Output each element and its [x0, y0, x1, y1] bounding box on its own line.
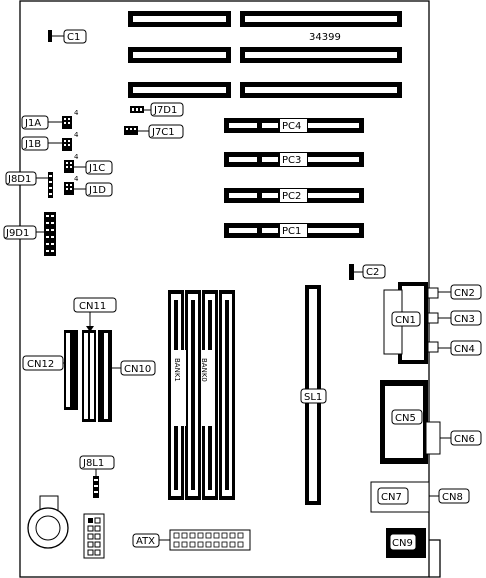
cn4-label: CN4: [454, 344, 475, 355]
jumper-j1a: J1A 4: [21, 109, 79, 130]
j1c-label: J1C: [88, 163, 105, 174]
cn5-label: CN5: [395, 413, 416, 424]
sl1-label: SL1: [304, 392, 322, 403]
pc3-label: PC3: [282, 155, 301, 166]
cn10-label: CN10: [124, 364, 151, 375]
pc4-label: PC4: [282, 121, 301, 132]
c1-label: C1: [67, 32, 80, 43]
header-cn10: CN10: [98, 330, 156, 422]
j1b-label: J1B: [24, 139, 41, 150]
j7c1-label: J7C1: [151, 127, 175, 138]
connector-cn9: CN9: [386, 528, 426, 558]
pci-slot-pc1: PC1: [224, 223, 364, 238]
connector-cn7: CN7: [370, 481, 430, 513]
connector-cn5: CN5: [380, 380, 441, 464]
cn6-label: CN6: [454, 434, 475, 445]
pci-slot-pc4: PC4: [224, 118, 364, 133]
jumper-c1: C1: [48, 29, 87, 44]
cn7-label: CN7: [381, 492, 402, 503]
front-panel-header: [83, 513, 105, 559]
j1a-pin4: 4: [74, 109, 79, 117]
jumper-c2: C2: [349, 264, 386, 280]
j8l1-label: J8L1: [82, 458, 104, 469]
jumper-j8l1: J8L1: [79, 455, 115, 498]
jumper-j1d: 4 J1D: [64, 175, 113, 197]
memory-bank-0: BANK0: [200, 290, 235, 500]
pc1-label: PC1: [282, 226, 301, 237]
jumper-j7d1: J7D1: [130, 102, 184, 117]
connector-cn2: CN2: [438, 284, 482, 300]
jumper-j1c: 4 J1C: [64, 153, 113, 175]
atx-label: ATX: [136, 536, 155, 547]
jumper-j9d1: J9D1: [3, 212, 56, 256]
j7d1-label: J7D1: [153, 105, 177, 116]
connector-cn3: CN3: [438, 310, 482, 326]
j9d1-label: J9D1: [5, 228, 29, 239]
connector-cn4: CN4: [438, 340, 482, 356]
jumper-j7c1: J7C1: [124, 124, 184, 139]
connector-cn1: CN1: [383, 282, 439, 364]
j8d1-label: J8D1: [7, 174, 31, 185]
cn11-label: CN11: [79, 301, 106, 312]
cn9-label: CN9: [392, 538, 413, 549]
connector-cn6: CN6: [440, 430, 482, 446]
cn1-label: CN1: [395, 315, 416, 326]
jumper-j1b: J1B 4: [21, 131, 79, 151]
bank0-label: BANK0: [200, 358, 208, 382]
cn8-label: CN8: [442, 492, 463, 503]
j1d-label: J1D: [88, 185, 106, 196]
pc2-label: PC2: [282, 191, 301, 202]
memory-bank-1: BANK1: [168, 290, 201, 500]
bank1-label: BANK1: [173, 358, 181, 382]
cn12-label: CN12: [27, 359, 54, 370]
header-cn11: CN11: [73, 297, 117, 422]
j1b-pin4: 4: [74, 131, 79, 139]
j1c-pin4: 4: [74, 153, 79, 161]
j1a-label: J1A: [24, 118, 41, 129]
battery-icon: [27, 495, 69, 549]
c2-label: C2: [366, 267, 379, 278]
header-cn12: CN12: [22, 330, 78, 410]
board-number: 34399: [309, 32, 341, 43]
cn2-label: CN2: [454, 288, 475, 299]
j1d-pin4: 4: [74, 175, 79, 183]
pci-slot-pc2: PC2: [224, 188, 364, 203]
isa-slots: [128, 11, 402, 98]
jumper-j8d1: J8D1: [5, 171, 53, 198]
board-notch: [429, 539, 441, 578]
cpu-slot-sl1: SL1: [300, 285, 327, 505]
pci-slot-pc3: PC3: [224, 152, 364, 167]
atx-power-connector: ATX: [132, 529, 251, 551]
connector-cn8: CN8: [429, 488, 470, 504]
cn3-label: CN3: [454, 314, 475, 325]
